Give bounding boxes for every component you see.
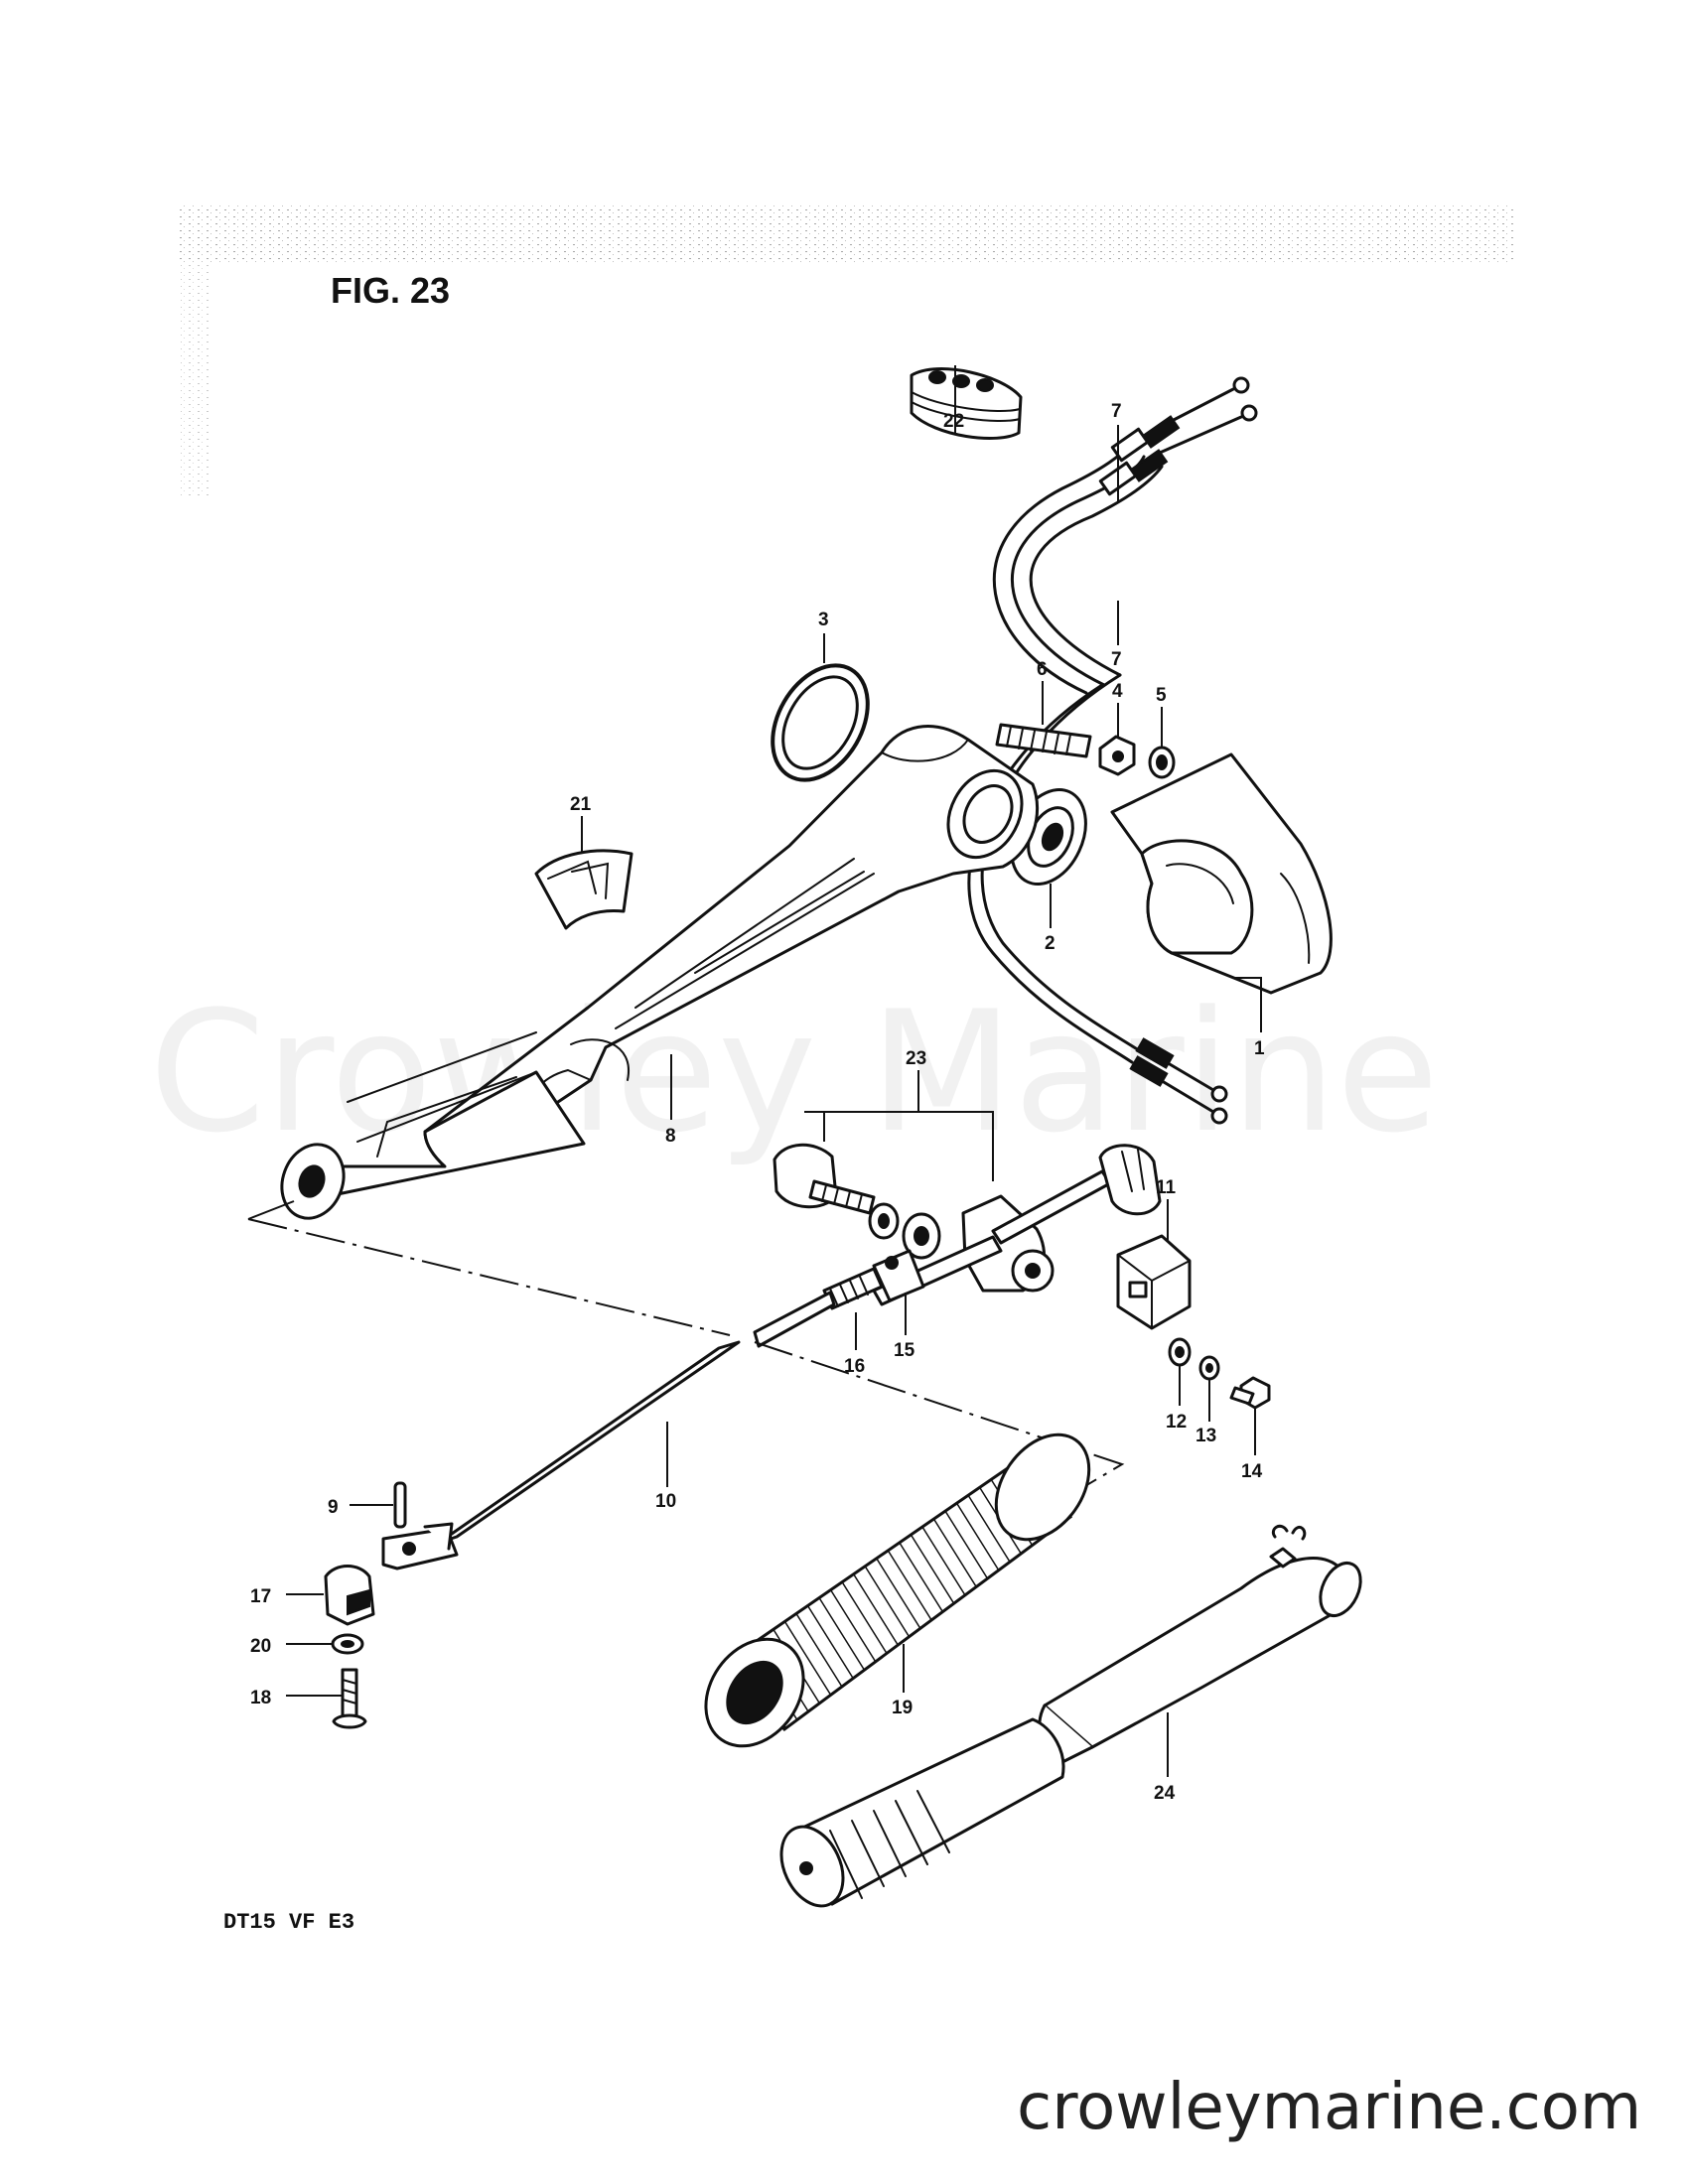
callout-7-bottom: 7 [1111, 649, 1122, 670]
callout-6: 6 [1037, 659, 1048, 680]
callout-5: 5 [1156, 685, 1167, 706]
part-10-throttle-rod [381, 1340, 741, 1570]
watermark-text: Crowley Marine [149, 975, 1439, 1169]
callout-14: 14 [1241, 1461, 1263, 1482]
callout-9: 9 [328, 1497, 339, 1518]
part-16-spring [753, 1267, 884, 1348]
callout-17: 17 [250, 1586, 271, 1607]
part-21-grip-insert [534, 849, 633, 930]
callout-15: 15 [894, 1340, 915, 1361]
callout-3: 3 [818, 610, 829, 630]
callout-8: 8 [665, 1126, 676, 1147]
part-4-nut [1098, 735, 1136, 776]
part-18-screw [332, 1668, 367, 1729]
callout-1: 1 [1254, 1038, 1265, 1059]
part-17-clip [324, 1565, 375, 1626]
part-11-guide [1116, 1234, 1192, 1330]
callout-13: 13 [1196, 1426, 1216, 1446]
part-1-cover [1110, 752, 1333, 995]
callout-4: 4 [1112, 681, 1123, 702]
part-20-washer [331, 1633, 364, 1655]
assembly-guide-lines [247, 1200, 1125, 1530]
callout-12: 12 [1166, 1412, 1187, 1433]
part-23-friction-adjuster [773, 1143, 941, 1260]
part-9-pin [393, 1481, 407, 1529]
part-14-screw [1229, 1376, 1271, 1410]
callout-18: 18 [250, 1688, 271, 1708]
model-code: DT15 VF E3 [223, 1910, 354, 1935]
part-12-washer [1168, 1337, 1192, 1367]
callout-7-top: 7 [1111, 401, 1122, 422]
part-13-lock-washer [1198, 1355, 1220, 1381]
scan-noise-band [179, 204, 1514, 263]
callout-24: 24 [1154, 1783, 1176, 1804]
part-24-tiller-extension [779, 1524, 1362, 1908]
callout-21: 21 [570, 794, 592, 815]
callout-22: 22 [943, 411, 964, 432]
callout-11: 11 [1156, 1177, 1177, 1198]
callout-labels: 1 2 3 4 5 6 7 7 8 9 10 11 12 13 14 15 16… [250, 401, 1265, 1804]
part-7-throttle-cables [967, 376, 1258, 1125]
part-3-o-ring [771, 663, 870, 782]
part-22-grommet [910, 367, 1023, 440]
callout-2: 2 [1045, 933, 1055, 954]
website-url: crowleymarine.com [1017, 2071, 1641, 2144]
tiller-tube-end [280, 1031, 586, 1220]
part-5-washer [1148, 746, 1176, 779]
callout-20: 20 [250, 1636, 271, 1657]
callout-19: 19 [892, 1698, 913, 1718]
part-8-tiller-handle [423, 725, 1040, 1168]
figure-title: FIG. 23 [331, 270, 450, 311]
part-6-stud-bolt [995, 723, 1092, 758]
scan-noise-left [181, 263, 211, 496]
callout-16: 16 [844, 1356, 865, 1377]
part-15-collar [872, 1249, 925, 1302]
callout-23: 23 [906, 1048, 926, 1069]
callout-10: 10 [655, 1491, 676, 1512]
part-19-throttle-grip [704, 1433, 1091, 1748]
